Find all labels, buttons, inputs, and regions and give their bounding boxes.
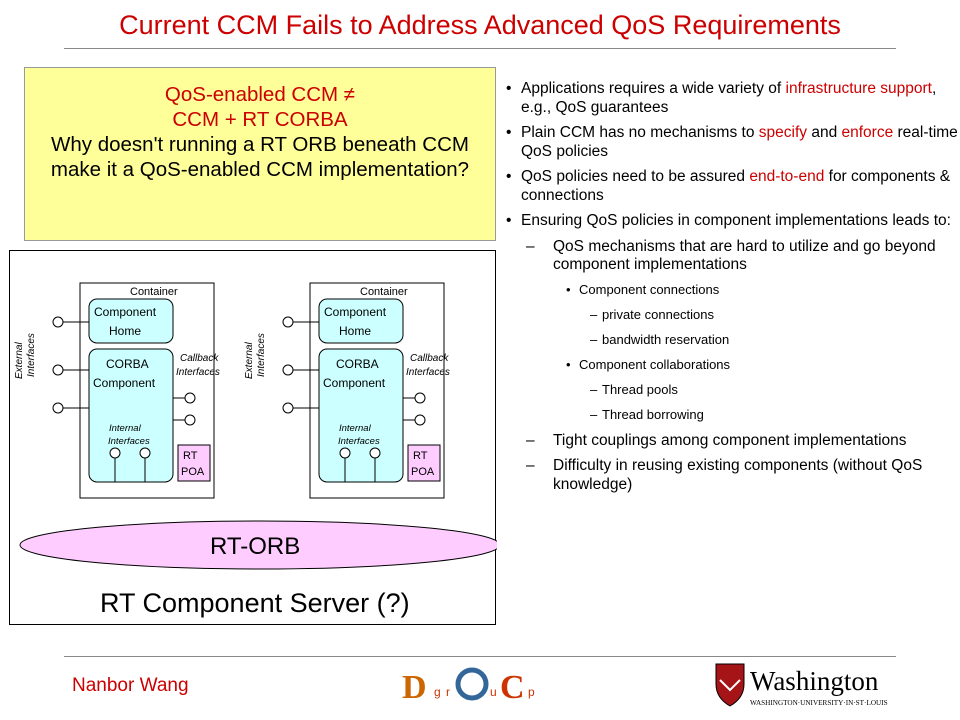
rt-poa-label: POA	[181, 466, 205, 478]
rt-orb-label: RT-ORB	[210, 533, 300, 560]
rt-poa-label: RT	[183, 450, 198, 462]
sub-sub-sub-bullet-item: private connections	[506, 307, 958, 323]
component-label: Component	[323, 376, 386, 390]
external-interface-port	[282, 316, 294, 328]
bullet-item: Applications requires a wide variety of …	[506, 80, 958, 117]
doc-logo-svg: D g r O u C p	[402, 667, 535, 706]
external-interfaces-label: External	[244, 342, 255, 379]
internal-interface-port	[369, 447, 381, 459]
title-divider	[64, 48, 896, 49]
external-interface-port	[52, 402, 64, 414]
sub-bullet-item: Difficulty in reusing existing component…	[506, 457, 958, 494]
bullet-item: Plain CCM has no mechanisms to specify a…	[506, 124, 958, 161]
bullet-item: QoS policies need to be assured end-to-e…	[506, 168, 958, 205]
home-label: Home	[339, 324, 371, 338]
corba-component-box	[88, 348, 174, 483]
rt-poa-box	[177, 444, 211, 482]
internal-interfaces-label: Interfaces	[338, 436, 380, 447]
external-interface-port	[282, 402, 294, 414]
rt-orb-ellipse	[19, 520, 497, 570]
slide-title: Current CCM Fails to Address Advanced Qo…	[119, 10, 841, 40]
internal-interfaces-label: Internal	[339, 423, 372, 434]
external-interfaces-label: Interfaces	[256, 333, 267, 377]
diagram-svg: ContainerComponentHomeCORBAComponentInte…	[14, 282, 497, 618]
doc-logo-letter: g	[434, 685, 441, 699]
internal-interface-port	[109, 447, 121, 459]
callout-line-2: CCM + RT CORBA	[172, 108, 348, 131]
doc-logo-letter: p	[528, 685, 535, 699]
callback-interfaces-label: Callback	[410, 353, 449, 364]
doc-logo-o-ring	[455, 667, 489, 701]
server-label: RT Component Server (?)	[100, 588, 410, 618]
doc-logo-letter: u	[490, 685, 497, 699]
callback-interfaces-label: Callback	[180, 353, 219, 364]
rt-poa-box	[407, 444, 441, 482]
callback-interface-port	[414, 392, 426, 404]
external-interface-port	[52, 364, 64, 376]
internal-interface-port	[139, 447, 151, 459]
sub-sub-sub-bullet-item: Thread borrowing	[506, 407, 958, 423]
sub-bullet-item: Tight couplings among component implemen…	[506, 432, 958, 451]
callback-interface-port	[414, 414, 426, 426]
component-home-box	[88, 298, 174, 344]
footer-divider	[64, 656, 896, 657]
sub-sub-sub-bullet-item: bandwidth reservation	[506, 332, 958, 348]
callout-line-1: QoS-enabled CCM ≠	[164, 83, 356, 106]
author-name: Nanbor Wang	[72, 675, 189, 696]
callback-interface-port	[184, 392, 196, 404]
sub-sub-bullet-item: Component collaborations	[506, 357, 958, 373]
home-label: Component	[94, 305, 157, 319]
external-interfaces-label: External	[14, 342, 25, 379]
doc-group-logo: D g r O u C p	[400, 662, 540, 706]
sub-sub-bullet-item: Component connections	[506, 282, 958, 298]
callout-question: Why doesn't running a RT ORB beneath CCM…	[50, 133, 470, 181]
external-interface-port	[282, 364, 294, 376]
home-label: Home	[109, 324, 141, 338]
rt-poa-label: POA	[411, 466, 435, 478]
rt-poa-label: RT	[413, 450, 428, 462]
washington-university-logo: Washington WASHINGTON·UNIVERSITY·IN·ST·L…	[712, 660, 902, 710]
wu-logo-svg: Washington WASHINGTON·UNIVERSITY·IN·ST·L…	[715, 663, 888, 707]
component-label: CORBA	[106, 357, 149, 371]
internal-interfaces-label: Interfaces	[108, 436, 150, 447]
bullet-item: Ensuring QoS policies in component imple…	[506, 212, 958, 231]
wu-shield-chevron	[719, 679, 741, 692]
question-callout: QoS-enabled CCM ≠ CCM + RT CORBA Why doe…	[24, 67, 496, 241]
wu-name: Washington	[750, 666, 879, 696]
external-interfaces-label: Interfaces	[26, 333, 37, 377]
component-home-box	[318, 298, 404, 344]
component-label: CORBA	[336, 357, 379, 371]
callback-interfaces-label: Interfaces	[406, 367, 450, 378]
internal-interface-port	[339, 447, 351, 459]
corba-component-box	[318, 348, 404, 483]
wu-subtitle: WASHINGTON·UNIVERSITY·IN·ST·LOUIS	[750, 699, 888, 707]
doc-logo-letter: r	[446, 685, 450, 699]
external-interface-port	[52, 316, 64, 328]
container-label: Container	[360, 286, 408, 298]
container-label: Container	[130, 286, 178, 298]
wu-shield-icon	[715, 663, 745, 707]
component-label: Component	[93, 376, 156, 390]
callback-interfaces-label: Interfaces	[176, 367, 220, 378]
home-label: Component	[324, 305, 387, 319]
internal-interfaces-label: Internal	[109, 423, 142, 434]
doc-logo-letter: C	[500, 669, 525, 706]
sub-bullet-item: QoS mechanisms that are hard to utilize …	[506, 238, 958, 275]
sub-sub-sub-bullet-item: Thread pools	[506, 382, 958, 398]
bullet-list: Applications requires a wide variety of …	[506, 80, 958, 501]
doc-logo-letter: D	[402, 669, 427, 706]
callback-interface-port	[184, 414, 196, 426]
